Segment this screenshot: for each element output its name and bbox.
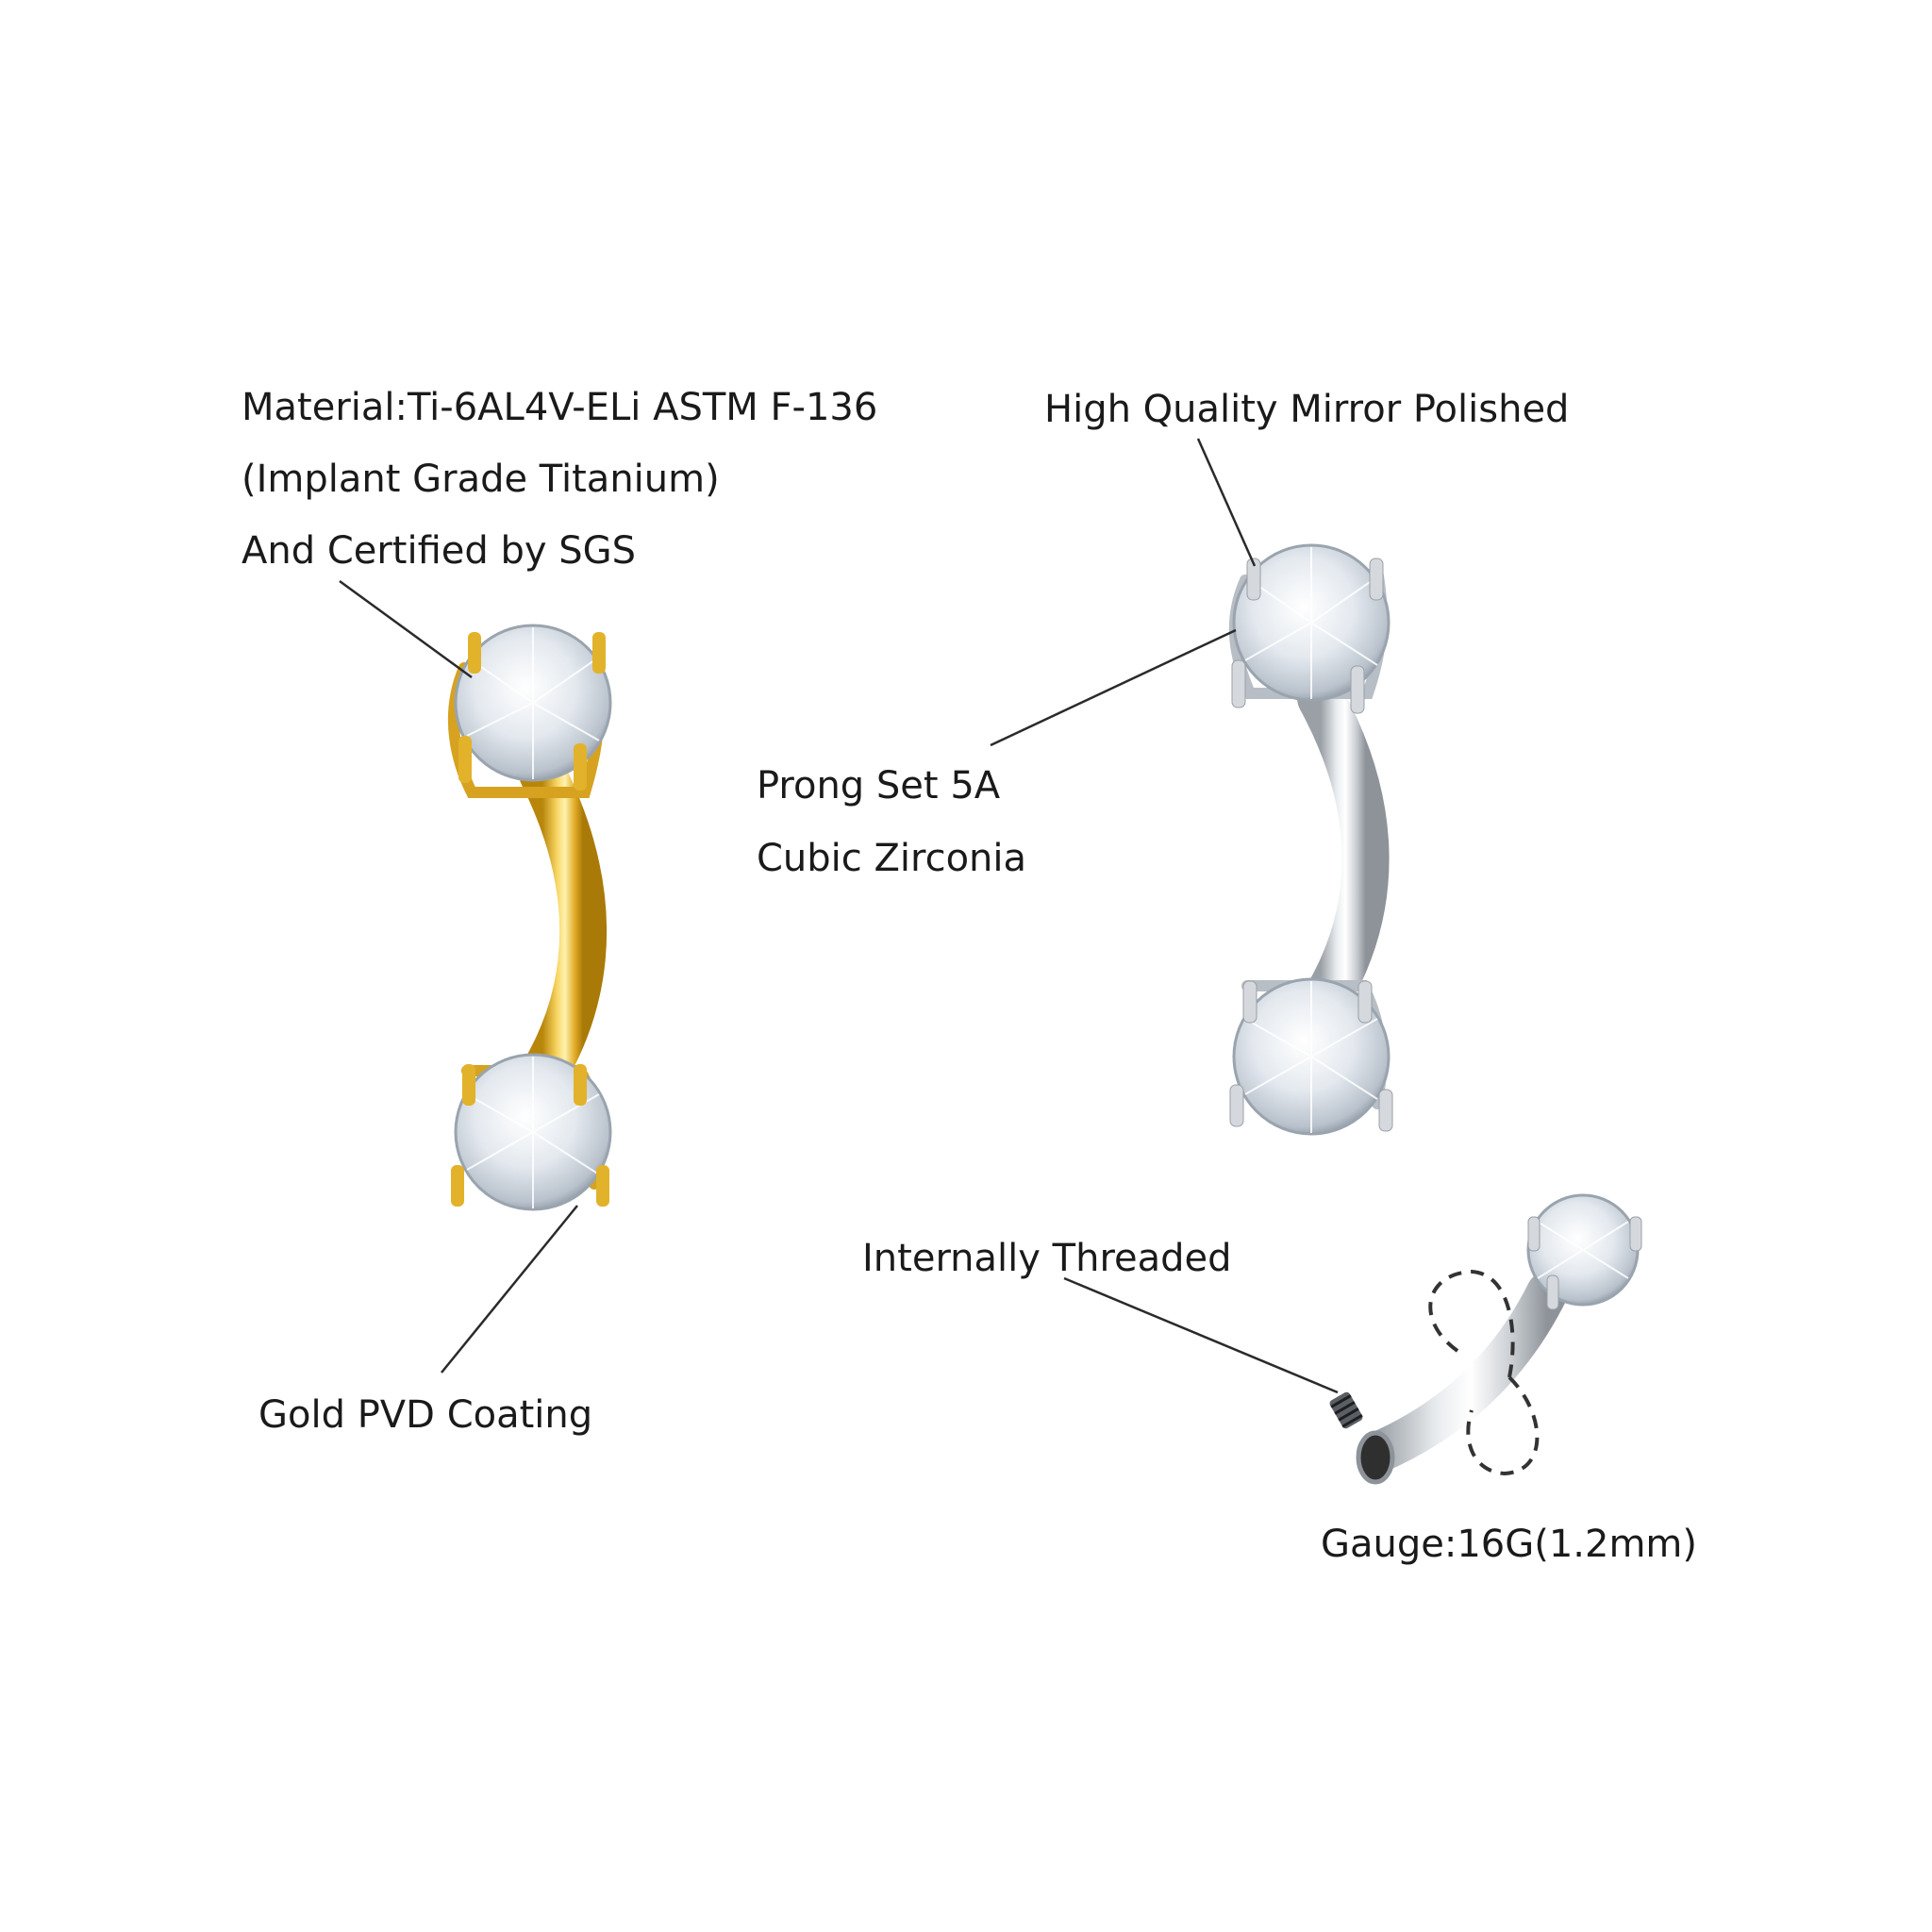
material-line-3: And Certified by SGS (242, 529, 637, 573)
gold-top-gem (447, 624, 612, 798)
thread-screw (1329, 1391, 1363, 1429)
silver-curved-bar (1297, 675, 1390, 1024)
leader-thread (1063, 1276, 1339, 1394)
leader-coating (441, 1205, 578, 1374)
gold-barbell (447, 624, 612, 1211)
thread-label: Internally Threaded (862, 1237, 1232, 1280)
bend-highlight (1428, 1269, 1540, 1476)
material-line-1: Material:Ti-6AL4V-ELi ASTM F-136 (242, 386, 878, 429)
leader-lines (339, 438, 1339, 1394)
polish-label: High Quality Mirror Polished (1044, 388, 1570, 431)
prong-line-2: Cubic Zirconia (757, 837, 1027, 880)
disassembled-bar (1329, 1193, 1642, 1485)
gold-curved-bar (519, 750, 608, 1099)
gold-bottom-gem (451, 1053, 612, 1211)
silver-bottom-gem (1229, 977, 1393, 1136)
silver-top-gem (1228, 543, 1391, 714)
material-line-2: (Implant Grade Titanium) (242, 458, 720, 501)
leader-prong (990, 628, 1237, 747)
threaded-opening (1356, 1430, 1395, 1485)
small-gem (1526, 1193, 1642, 1310)
silver-barbell (1228, 543, 1393, 1136)
coating-label: Gold PVD Coating (258, 1393, 593, 1437)
gauge-label: Gauge:16G(1.2mm) (1321, 1523, 1697, 1566)
leader-material (339, 579, 473, 679)
leader-polish (1196, 438, 1257, 567)
prong-line-1: Prong Set 5A (757, 764, 1001, 808)
threaded-bar-body (1357, 1272, 1568, 1474)
